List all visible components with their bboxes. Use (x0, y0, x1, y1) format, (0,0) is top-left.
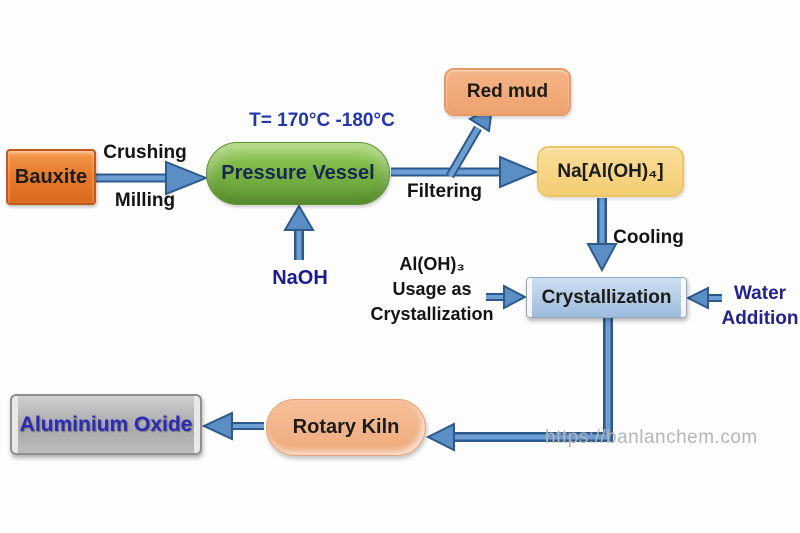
arrow-sodium-aluminate-to-crystallization (586, 198, 618, 273)
arrow-pressure-vessel-to-sodium-aluminate (391, 155, 539, 189)
arrow-rotary-kiln-to-aluminium-oxide (201, 411, 264, 441)
node-aluminium-oxide: Aluminium Oxide (10, 394, 202, 455)
node-rotary-kiln: Rotary Kiln (266, 399, 426, 456)
label-aloh3-line2: Usage as (392, 279, 472, 299)
label-milling: Milling (114, 190, 176, 211)
label-aloh3-line1: Al(OH)₃ (399, 254, 465, 274)
node-sodium-aluminate: Na[Al(OH)₄] (537, 146, 684, 197)
watermark-url: https://banlanchem.com (545, 427, 758, 448)
label-water-line1: Water (733, 283, 787, 304)
arrow-bauxite-to-pressure-vessel (96, 160, 209, 196)
node-pressure-vessel: Pressure Vessel (206, 142, 390, 205)
node-red-mud: Red mud (444, 68, 571, 116)
node-crystallization: Crystallization (526, 277, 687, 318)
arrow-crystallization-to-rotary-kiln (425, 318, 613, 452)
label-cooling: Cooling (613, 227, 684, 248)
label-filtering: Filtering (407, 181, 482, 202)
label-temperature: T= 170°C -180°C (249, 110, 395, 131)
arrow-filtering-to-red-mud (446, 105, 494, 179)
node-bauxite: Bauxite (6, 149, 96, 205)
label-water-addition: Water Addition (718, 281, 800, 331)
label-aloh3-line3: Crystallization (370, 304, 494, 324)
label-aloh3-usage: Al(OH)₃ Usage as Crystallization (366, 252, 498, 327)
arrow-aloh3-to-crystallization (486, 284, 528, 310)
label-crushing: Crushing (103, 142, 187, 163)
label-naoh: NaOH (272, 267, 328, 289)
label-water-line2: Addition (721, 308, 799, 329)
arrow-water-to-crystallization (685, 286, 722, 310)
arrow-naoh-to-pressure-vessel (283, 204, 315, 260)
